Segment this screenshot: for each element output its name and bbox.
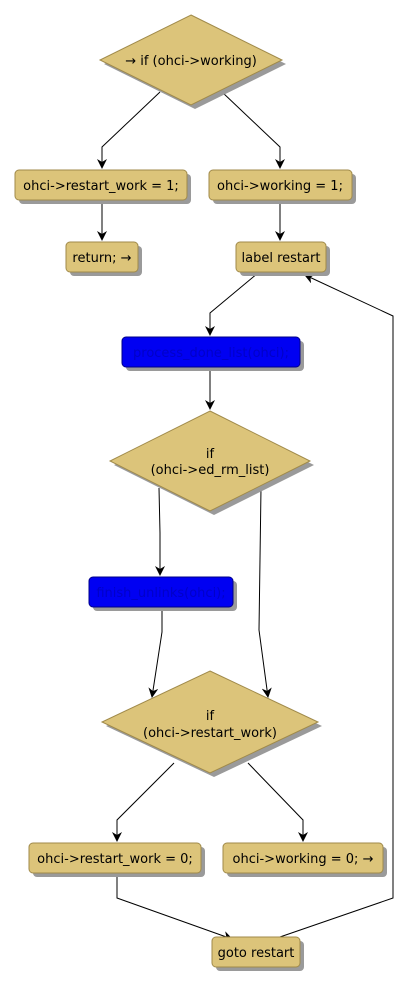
edge-if-restart-work-to-working-0 [247, 762, 308, 842]
edge-goto-restart-loop-back [276, 274, 394, 939]
edge-if-ed-rm-list-to-if-restart-work [258, 487, 272, 698]
node-label-restart: label restart [235, 241, 330, 276]
node-process-done-list: process_done_list(ohci); [121, 336, 304, 371]
node-return-label: return; → [72, 251, 131, 266]
node-return: return; → [65, 241, 142, 276]
node-working-0: ohci->working = 0; → [222, 842, 387, 877]
node-restart-work-1-label: ohci->restart_work = 1; [23, 179, 179, 194]
node-if-working: → if (ohci->working) [98, 14, 286, 109]
edge-if-restart-work-to-restart-work-0 [112, 762, 175, 842]
node-if-restart-work-label-1: if [206, 709, 215, 724]
node-if-ed-rm-list: if (ohci->ed_rm_list) [108, 410, 314, 515]
node-restart-work-0-label: ohci->restart_work = 0; [37, 852, 193, 867]
node-restart-work-1: ohci->restart_work = 1; [14, 169, 191, 204]
node-goto-restart: goto restart [211, 936, 304, 971]
node-finish-unlinks: finish_unlinks(ohci); [88, 576, 237, 611]
node-finish-unlinks-label: finish_unlinks(ohci); [96, 586, 225, 601]
edge-restart-work-0-to-goto-restart [116, 874, 233, 941]
node-if-working-label: → if (ohci->working) [125, 54, 257, 69]
edge-if-working-to-restart-work-1 [97, 91, 161, 169]
node-if-ed-rm-list-label-1: if [206, 447, 215, 462]
node-if-restart-work: if (ohci->restart_work) [100, 670, 322, 777]
edge-finish-unlinks-to-if-restart-work [148, 606, 163, 698]
node-working-0-label: ohci->working = 0; → [233, 852, 374, 867]
edge-if-ed-rm-list-to-finish-unlinks [155, 487, 165, 576]
node-working-1-label: ohci->working = 1; [217, 179, 343, 194]
edge-label-restart-to-process [205, 272, 259, 336]
node-if-restart-work-label-2: (ohci->restart_work) [143, 726, 277, 741]
edge-if-working-to-working-1 [221, 91, 285, 169]
node-restart-work-0: ohci->restart_work = 0; [28, 842, 205, 877]
node-goto-restart-label: goto restart [218, 946, 295, 961]
node-working-1: ohci->working = 1; [208, 169, 356, 204]
node-label-restart-label: label restart [242, 251, 321, 266]
edges [97, 91, 394, 941]
node-process-done-list-label: process_done_list(ohci); [133, 346, 289, 361]
node-if-ed-rm-list-label-2: (ohci->ed_rm_list) [151, 463, 270, 478]
